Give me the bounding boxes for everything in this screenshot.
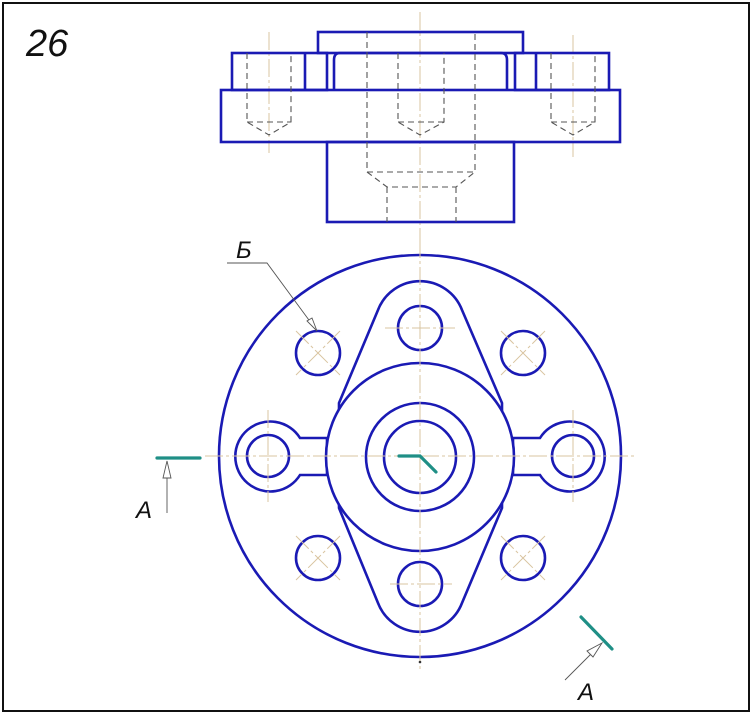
view-label: Б: [236, 237, 252, 264]
hidden-hole-right: [550, 53, 596, 136]
hidden-hole-center: [397, 53, 445, 136]
bolt-hole: [294, 329, 342, 377]
channel-top: [332, 51, 509, 61]
bolt-hole: [294, 534, 342, 582]
hidden-hole-left: [246, 53, 292, 136]
section-line-center: [397, 454, 438, 474]
section-label-right: A: [576, 679, 594, 706]
right-block: [513, 51, 611, 92]
bolt-hole: [499, 534, 547, 582]
left-block: [230, 51, 329, 92]
drawing-number: 26: [25, 23, 69, 65]
section-marker-right: A: [564, 615, 614, 706]
hidden-bore: [366, 32, 476, 173]
bolt-hole: [499, 329, 547, 377]
section-label-left: A: [134, 497, 152, 524]
bottom-boss: [325, 140, 516, 224]
view-marker-b: Б: [227, 237, 318, 332]
section-marker-left: A: [134, 456, 202, 524]
front-view: [219, 12, 622, 250]
